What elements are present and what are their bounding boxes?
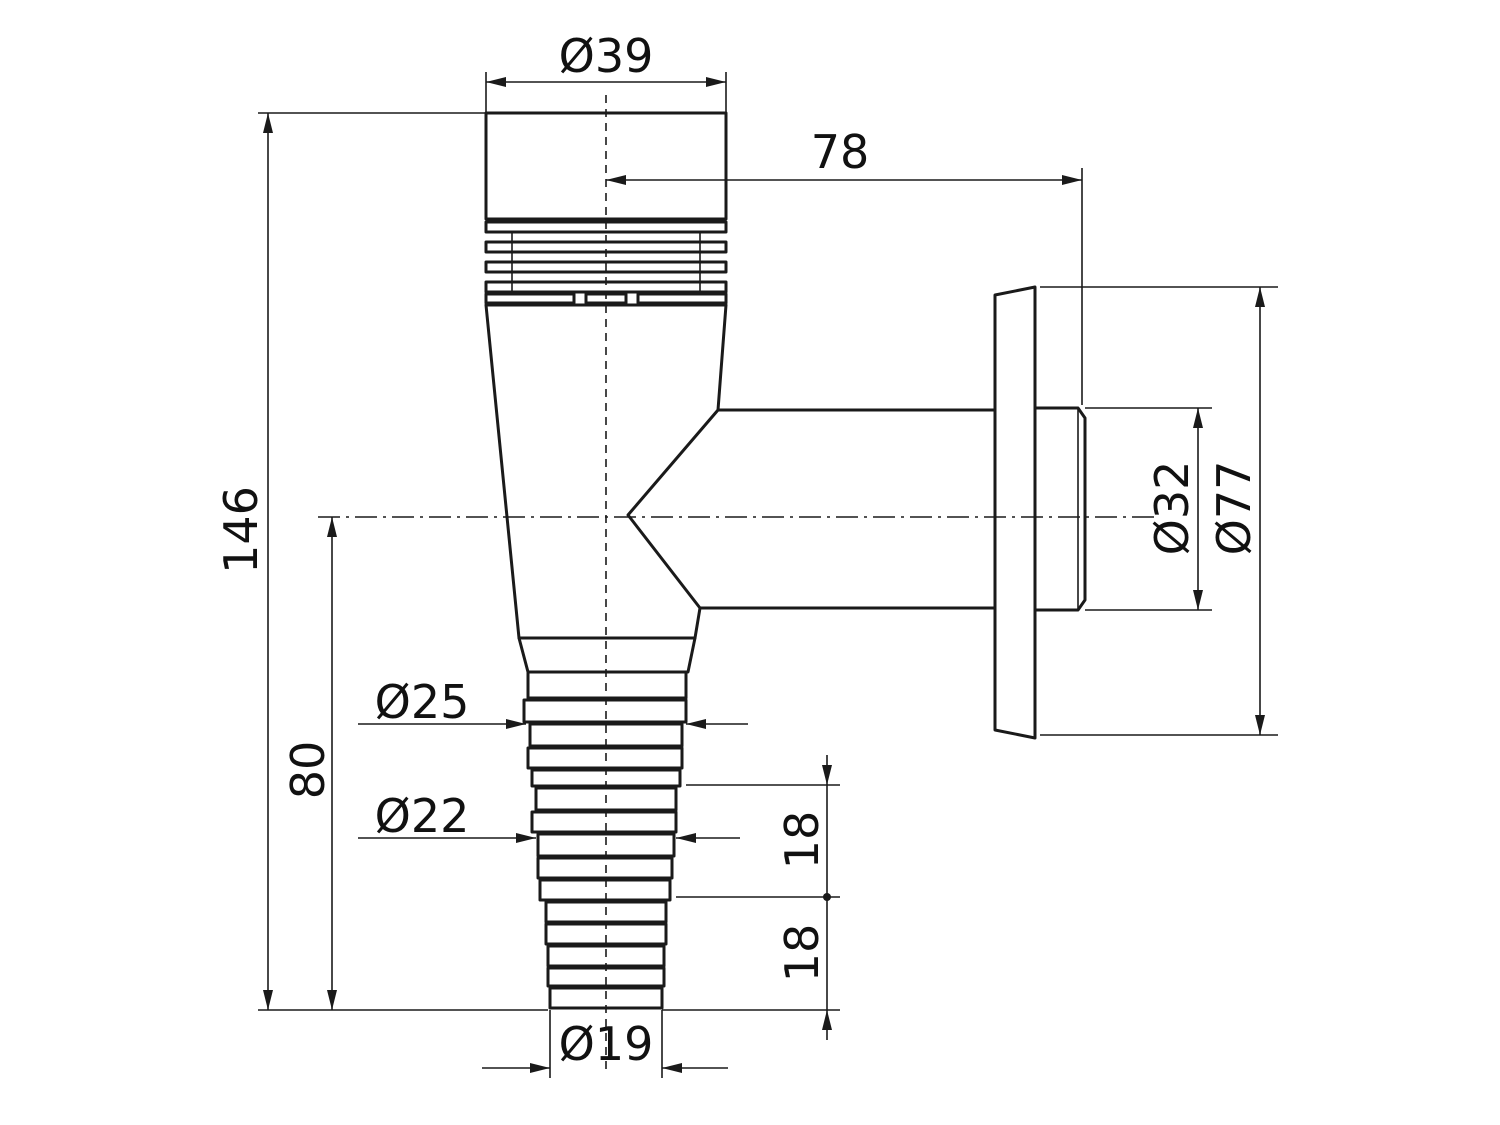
grip-rings xyxy=(484,220,728,305)
outlet-elbow xyxy=(626,409,720,609)
dim-segment-lower: 18 xyxy=(775,924,829,983)
dim-top-diameter: Ø39 xyxy=(559,29,654,83)
valve-body xyxy=(484,111,1087,1010)
dim-outlet-offset: 78 xyxy=(811,125,870,179)
dim-total-height: 146 xyxy=(214,486,268,574)
tapered-body xyxy=(484,303,997,640)
dim-center-height: 80 xyxy=(281,741,335,800)
wall-flange xyxy=(993,285,1037,740)
dimension-labels: Ø39 78 146 80 Ø32 Ø77 Ø25 Ø22 18 18 Ø19 xyxy=(214,29,1261,1071)
dim-hose-upper: Ø25 xyxy=(375,675,470,729)
extension-lines xyxy=(258,72,1278,1078)
dim-flange-diameter: Ø77 xyxy=(1207,461,1261,556)
dim-tip-diameter: Ø19 xyxy=(559,1017,654,1071)
dim-outlet-diameter: Ø32 xyxy=(1145,461,1199,556)
hose-collar xyxy=(517,636,697,674)
dimension-lines xyxy=(263,77,1265,1073)
dim-hose-lower: Ø22 xyxy=(375,789,470,843)
dim-segment-upper: 18 xyxy=(775,811,829,870)
hose-barbs xyxy=(522,670,688,1010)
